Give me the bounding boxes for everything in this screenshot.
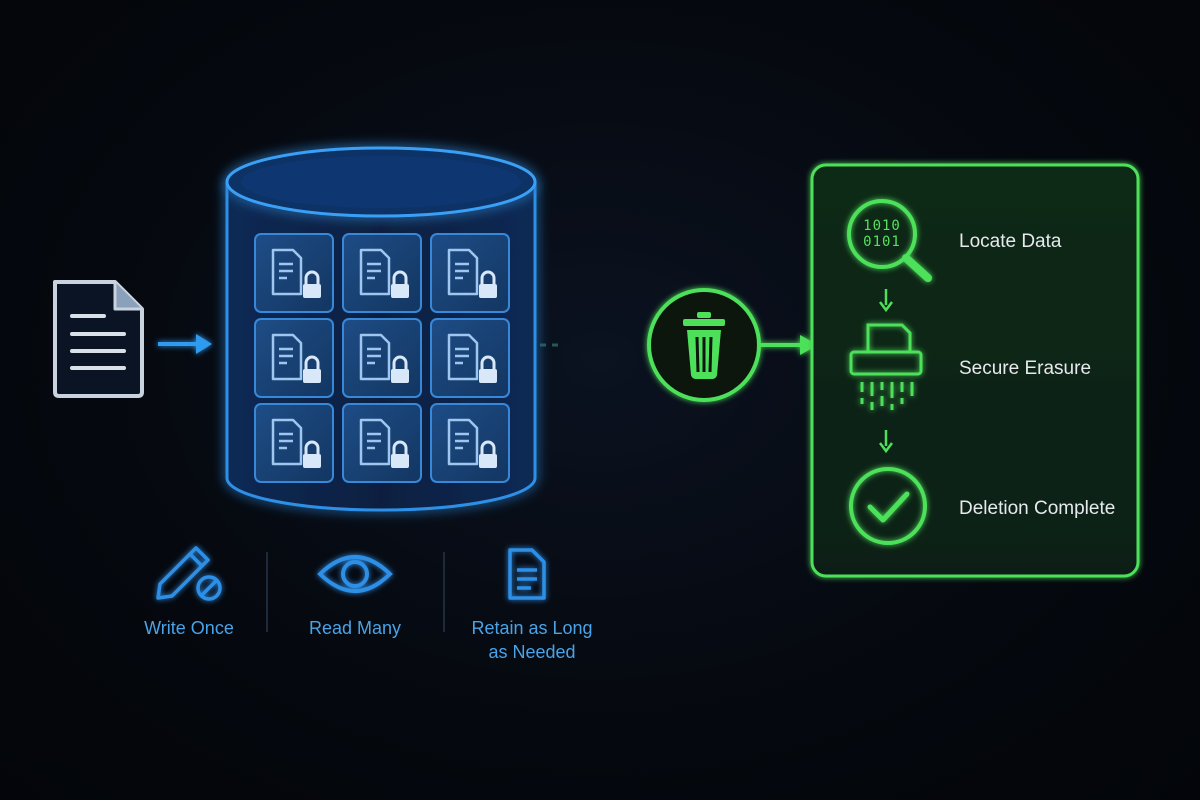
step-label-erase: Secure Erasure (959, 358, 1092, 379)
ingest-arrow-icon (158, 334, 212, 354)
step-arrow-icon (879, 289, 893, 313)
feature-label-line: Write Once (144, 618, 234, 638)
locked-file-icon (254, 233, 334, 313)
magnifier-binary-icon (847, 199, 932, 282)
locked-file-icon (430, 318, 510, 398)
incoming-document-icon (53, 280, 144, 398)
binary-readout: 1010 0101 (852, 218, 912, 250)
step-arrow-icon (879, 430, 893, 454)
feature-label-retain: Retain as Long as Needed (442, 616, 622, 664)
feature-label-read-many: Read Many (265, 616, 445, 640)
check-circle-icon (849, 467, 927, 545)
pencil-blocked-icon (156, 546, 222, 601)
locked-file-icon (254, 403, 334, 483)
binary-line-1: 1010 (863, 218, 901, 234)
trash-icon (647, 288, 761, 402)
locked-file-icon (342, 233, 422, 313)
eye-icon (317, 555, 393, 593)
erasure-panel (810, 163, 1140, 578)
step-label-locate: Locate Data (959, 231, 1062, 252)
feature-label-write-once: Write Once (99, 616, 279, 640)
feature-label-line: Retain as Long (471, 618, 593, 638)
feature-label-line: Read Many (308, 618, 402, 638)
locked-file-icon (430, 403, 510, 483)
erase-arrow-icon (760, 335, 818, 355)
document-icon (508, 548, 546, 600)
locked-file-icon (342, 318, 422, 398)
shredder-icon (849, 323, 923, 410)
locked-file-icon (430, 233, 510, 313)
locked-file-icon (254, 318, 334, 398)
step-label-complete: Deletion Complete (959, 498, 1116, 519)
locked-files-grid (254, 233, 510, 483)
binary-line-2: 0101 (863, 234, 901, 250)
locked-file-icon (342, 403, 422, 483)
feature-label-line: as Needed (488, 642, 576, 662)
